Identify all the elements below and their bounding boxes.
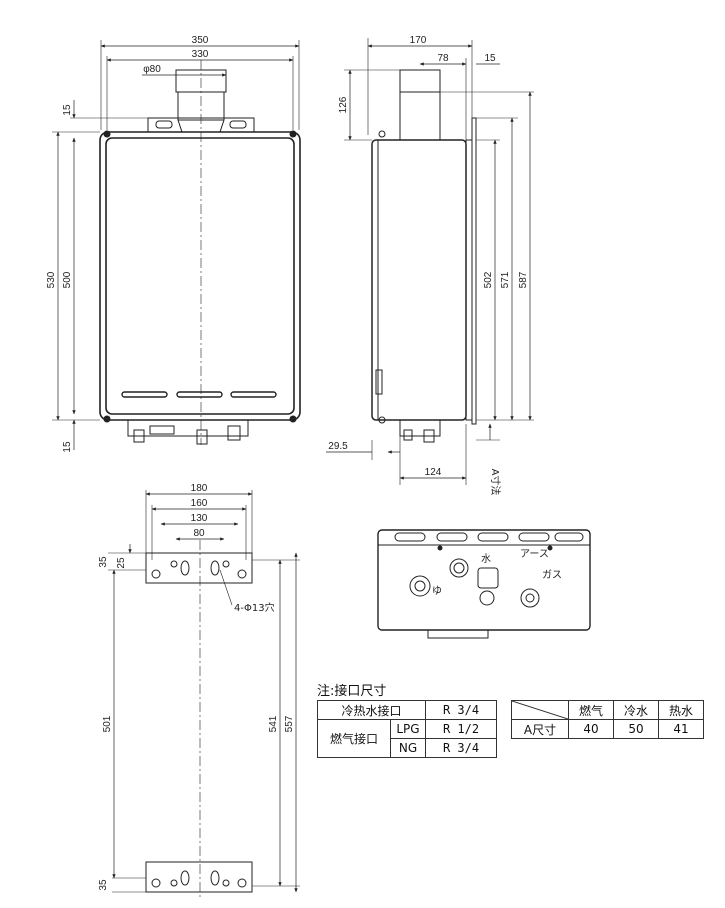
table-header: 热水 — [658, 700, 704, 720]
bracket-view — [108, 490, 300, 900]
table-cell: 冷热水接口 — [317, 700, 426, 720]
side-view — [326, 38, 534, 485]
front-view — [52, 40, 301, 450]
table-cell: R 1/2 — [425, 719, 497, 739]
table-row: 冷热水接口 R 3/4 — [317, 700, 497, 720]
gas-label: ガス — [542, 569, 562, 581]
dim-29-5: 29.5 — [328, 441, 348, 452]
holes-label: 4-Φ13穴 — [234, 601, 275, 614]
dim-35-top: 35 — [98, 556, 109, 568]
table-cell: LPG — [390, 719, 426, 739]
connection-size-table: 冷热水接口 R 3/4 燃气接口 LPG R 1/2 NG R 3/4 — [317, 700, 497, 758]
dim-500: 500 — [62, 271, 73, 288]
table-row: A尺寸 40 50 41 — [511, 719, 704, 739]
table-cell: NG — [390, 738, 426, 758]
dim-502: 502 — [483, 271, 494, 288]
table-row: NG R 3/4 — [318, 738, 497, 758]
a-dim-label: A寸法 — [489, 469, 502, 496]
dim-530: 530 — [46, 271, 57, 288]
dim-124: 124 — [425, 467, 442, 478]
table-cell: 燃气接口 — [317, 719, 391, 758]
table-cell: 50 — [613, 719, 659, 739]
dim-571: 571 — [500, 271, 511, 288]
dim-541: 541 — [268, 715, 279, 732]
bottom-view — [377, 529, 591, 639]
dim-15-top: 15 — [62, 104, 73, 116]
dim-80: 80 — [193, 528, 205, 539]
dim-587: 587 — [518, 271, 529, 288]
table-row: 燃气接口 LPG R 1/2 — [317, 719, 497, 758]
a-size-table: 燃气 冷水 热水 A尺寸 40 50 41 — [511, 700, 704, 739]
water-label: 水 — [481, 553, 491, 565]
table-header: 燃气 — [568, 700, 614, 720]
dim-501: 501 — [102, 715, 113, 732]
dim-160: 160 — [191, 498, 208, 509]
dim-330: 330 — [192, 49, 209, 60]
table-row: 燃气 冷水 热水 — [511, 700, 704, 720]
table-cell: 40 — [568, 719, 614, 739]
table-cell: 41 — [658, 719, 704, 739]
dim-170: 170 — [410, 35, 427, 46]
table-cell: R 3/4 — [425, 738, 497, 758]
dim-15-side: 15 — [484, 53, 496, 64]
table-header: 冷水 — [613, 700, 659, 720]
diagonal-line — [512, 701, 568, 719]
dim-25: 25 — [116, 557, 127, 569]
dim-126: 126 — [338, 96, 349, 113]
hot-label: ゆ — [432, 585, 442, 597]
dim-15-bottom: 15 — [62, 441, 73, 453]
dim-180: 180 — [191, 483, 208, 494]
table-cell: R 3/4 — [425, 700, 497, 720]
table-cell: A尺寸 — [511, 719, 569, 739]
notes-title: 注:接口尺寸 — [317, 684, 387, 699]
dim-130: 130 — [191, 513, 208, 524]
dim-flue-dia: φ80 — [143, 64, 161, 75]
notes-section: 注:接口尺寸 冷热水接口 R 3/4 燃气接口 LPG R 1/2 NG R 3… — [315, 680, 715, 758]
diagonal-header-cell — [511, 700, 569, 720]
earth-label: アース — [520, 549, 549, 560]
dim-35-bottom: 35 — [98, 879, 109, 891]
dim-78: 78 — [437, 53, 449, 64]
dim-557: 557 — [284, 715, 295, 732]
dim-350: 350 — [192, 35, 209, 46]
